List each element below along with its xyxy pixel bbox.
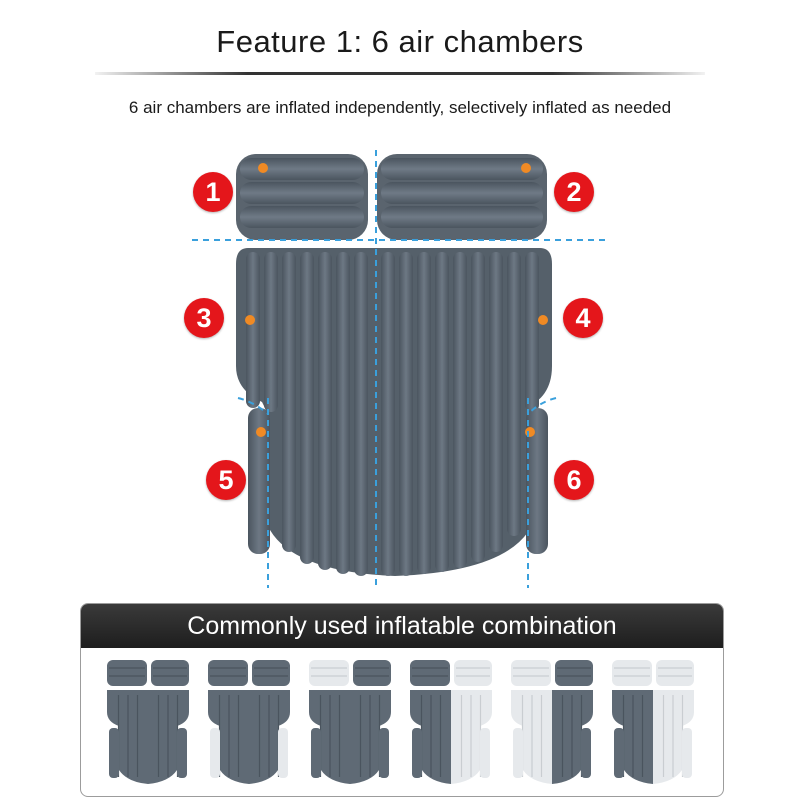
thumb-left-pillow <box>208 660 248 686</box>
combination-thumbnail <box>208 660 290 784</box>
combination-thumbnail <box>107 660 189 784</box>
thumb-left-pillow <box>511 660 551 686</box>
chamber-badge-1: 1 <box>193 172 233 212</box>
thumb-left-foot <box>109 728 119 778</box>
thumb-left-pillow <box>410 660 450 686</box>
chamber-guide-lines <box>192 150 610 588</box>
combination-thumbnail <box>511 660 593 784</box>
title-underline <box>95 72 705 75</box>
combination-thumbnail <box>410 660 492 784</box>
thumb-left-foot <box>513 728 523 778</box>
thumb-right-foot <box>682 728 692 778</box>
thumb-right-pillow <box>353 660 391 686</box>
combination-thumbnail <box>309 660 391 784</box>
chamber-badge-6: 6 <box>554 460 594 500</box>
page-title: Feature 1: 6 air chambers <box>216 24 584 59</box>
thumb-left-foot <box>210 728 220 778</box>
thumb-left-foot <box>311 728 321 778</box>
combination-panel: Commonly used inflatable combination <box>80 603 724 797</box>
thumb-right-pillow <box>454 660 492 686</box>
chamber-badge-4: 4 <box>563 298 603 338</box>
thumb-right-foot <box>278 728 288 778</box>
thumb-right-foot <box>480 728 490 778</box>
thumb-left-foot <box>614 728 624 778</box>
thumb-left-foot <box>412 728 422 778</box>
thumb-right-pillow <box>252 660 290 686</box>
thumb-left-pillow <box>107 660 147 686</box>
left-foot-chamber <box>248 408 270 554</box>
thumb-right-foot <box>581 728 591 778</box>
thumb-right-pillow <box>555 660 593 686</box>
chamber-badge-5: 5 <box>206 460 246 500</box>
mattress-diagram <box>192 150 610 588</box>
thumb-right-pillow <box>151 660 189 686</box>
page-subtitle: 6 air chambers are inflated independentl… <box>128 98 672 117</box>
thumb-left-pillow <box>612 660 652 686</box>
right-foot-chamber <box>526 408 548 554</box>
main-body-chambers <box>236 248 552 576</box>
right-pillow-chamber <box>377 154 547 240</box>
thumb-right-pillow <box>656 660 694 686</box>
thumb-left-pillow <box>309 660 349 686</box>
combination-thumbnails <box>107 660 694 784</box>
left-pillow-chamber <box>236 154 368 240</box>
chamber-badge-3: 3 <box>184 298 224 338</box>
combination-title: Commonly used inflatable combination <box>81 604 723 648</box>
combination-thumbnail <box>612 660 694 784</box>
thumb-right-foot <box>379 728 389 778</box>
chamber-badge-2: 2 <box>554 172 594 212</box>
thumb-right-foot <box>177 728 187 778</box>
